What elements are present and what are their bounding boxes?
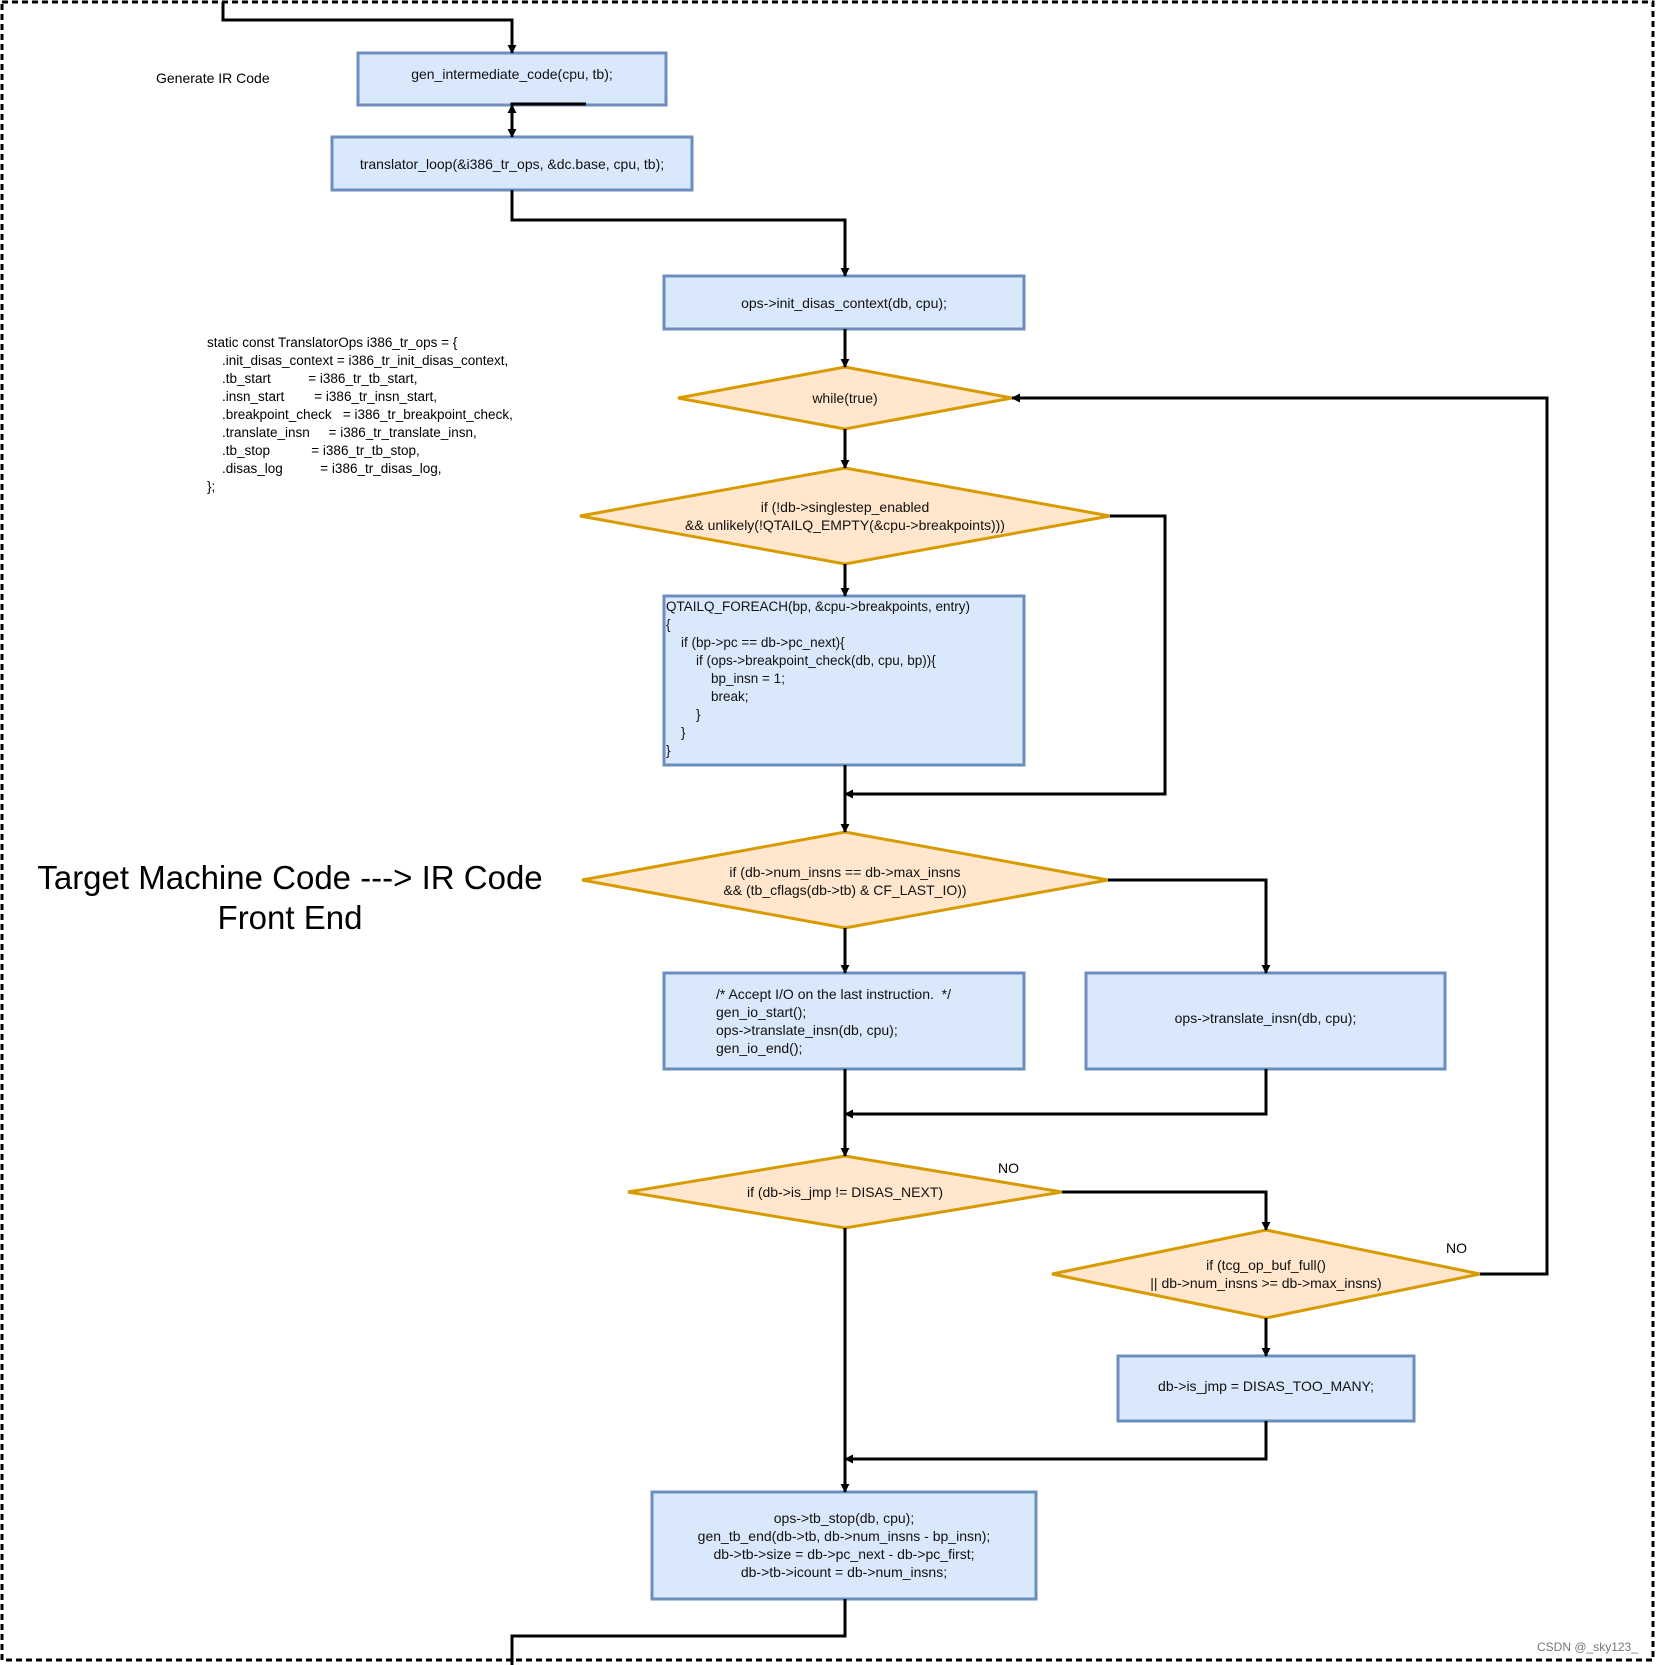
bp-check-label: if (!db->singlestep_enabled && unlikely(… [685, 499, 1005, 533]
front-end-title-line1: Target Machine Code ---> IR Code [37, 859, 543, 896]
translator-loop-label: translator_loop(&i386_tr_ops, &dc.base, … [359, 155, 665, 172]
tb-stop-box [650, 1490, 1038, 1601]
edge-exit [510, 1599, 847, 1665]
front-end-title-line2: Front End [217, 899, 363, 936]
translate-insn-label: ops->translate_insn(db, cpu); [1174, 1010, 1357, 1026]
gen-intermediate-label: gen_intermediate_code(cpu, tb); [411, 66, 613, 82]
while-true-label: while(true) [812, 390, 878, 406]
translate-insn-box [1084, 971, 1447, 1071]
edge-translate-merge [844, 1069, 1268, 1119]
generate-ir-label: Generate IR Code [156, 70, 270, 86]
watermark: CSDN @_sky123_ [1537, 1640, 1638, 1654]
too-many-label: db->is_jmp = DISAS_TOO_MANY; [1158, 1378, 1374, 1394]
bp-foreach-box [662, 594, 1026, 767]
tb-stop-label: ops->tb_stop(db, cpu); gen_tb_end(db->tb… [697, 1510, 991, 1580]
accept-io-label: /* Accept I/O on the last instruction. *… [716, 986, 952, 1056]
is-jmp-label: if (db->is_jmp != DISAS_NEXT) [746, 1184, 944, 1200]
edge-gen-to-loop [507, 102, 586, 138]
edge-bp-bypass [844, 514, 1167, 799]
buf-full-label: if (tcg_op_buf_full() || db->num_insns >… [1150, 1257, 1382, 1291]
edge-buf-no-loop [1011, 393, 1549, 1276]
edge-toomany-merge [844, 1421, 1268, 1464]
translator-loop-box [330, 135, 694, 192]
last-io-label: if (db->num_insns == db->max_insns && (t… [723, 864, 967, 898]
edge-loop-to-init [510, 190, 850, 277]
edge-label-no-isjmp: NO [998, 1160, 1019, 1176]
bp-foreach-label: QTAILQ_FOREACH(bp, &cpu->breakpoints, en… [666, 599, 970, 758]
front-end-title: Target Machine Code ---> IR Code Front E… [20, 858, 560, 938]
edge-isjmp-no [1062, 1190, 1271, 1231]
edge-entry [221, 2, 517, 54]
edge-label-no-buf-full: NO [1446, 1240, 1467, 1256]
init-disas-label: ops->init_disas_context(db, cpu); [741, 294, 947, 311]
edge-lastio-to-translate [1108, 878, 1271, 974]
ops-struct-code: static const TranslatorOps i386_tr_ops =… [207, 335, 513, 494]
